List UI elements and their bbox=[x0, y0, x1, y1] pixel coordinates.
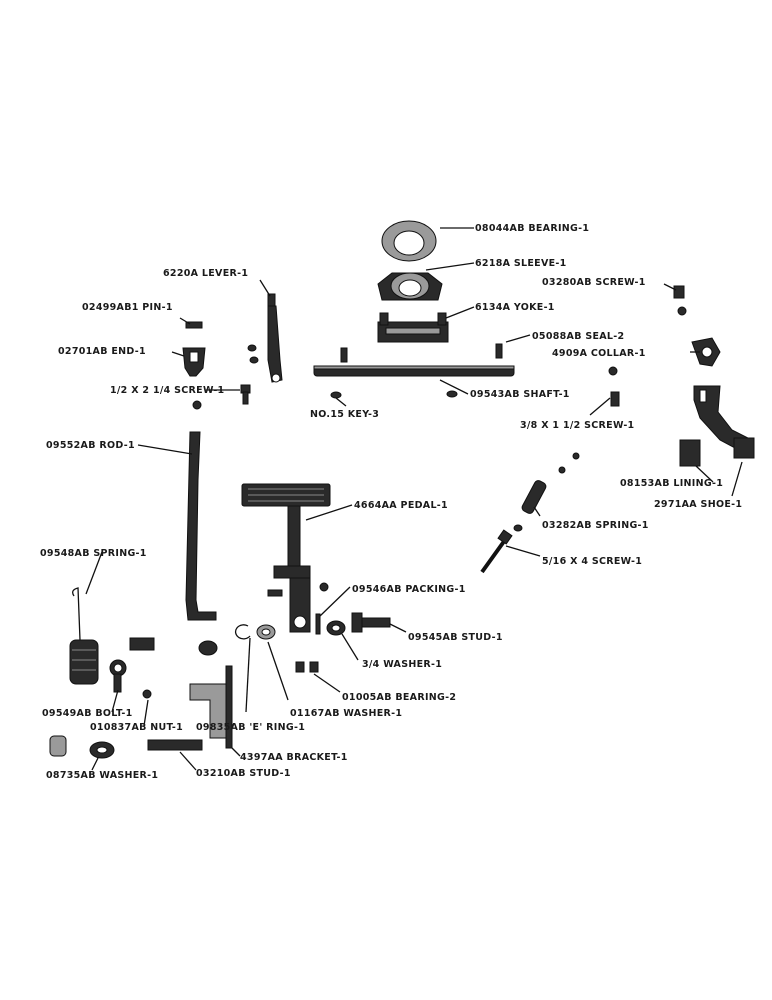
spacer-part bbox=[572, 452, 580, 460]
e-ring-09835-part bbox=[234, 624, 251, 640]
end-02701-part bbox=[182, 347, 206, 377]
shaft-09543-part bbox=[313, 365, 515, 377]
pedal-4664-part bbox=[241, 483, 331, 633]
label-yoke-6134: 6134A YOKE-1 bbox=[475, 302, 555, 313]
label-washer-08735: 08735AB WASHER-1 bbox=[46, 770, 158, 781]
spring-bolt-part bbox=[129, 637, 155, 651]
label-lever-6220: 6220A LEVER-1 bbox=[163, 268, 248, 279]
screw-half-part bbox=[240, 384, 251, 405]
small-nut-part bbox=[247, 344, 257, 352]
spring-03282-part bbox=[521, 480, 547, 514]
washer-08735-hole bbox=[96, 746, 108, 754]
key-no15-part bbox=[330, 390, 458, 399]
label-shaft-09543: 09543AB SHAFT-1 bbox=[470, 389, 570, 400]
washer-01167-hole bbox=[261, 628, 271, 636]
lever-6220-part bbox=[267, 293, 283, 383]
bearing-08044-part bbox=[381, 220, 437, 262]
stud-03210-part bbox=[147, 739, 203, 751]
label-pedal-4664: 4664AA PEDAL-1 bbox=[354, 500, 448, 511]
label-packing-09546: 09546AB PACKING-1 bbox=[352, 584, 466, 595]
label-seal-05088: 05088AB SEAL-2 bbox=[532, 331, 624, 342]
bearing-01005-part-a bbox=[295, 661, 305, 673]
label-spring-09548: 09548AB SPRING-1 bbox=[40, 548, 147, 559]
bracket-4397-part bbox=[189, 665, 233, 749]
stud-09545-part bbox=[351, 612, 391, 633]
small-washer-part bbox=[249, 356, 259, 364]
seal-05088-part bbox=[340, 343, 503, 363]
spring-09548-part bbox=[69, 587, 99, 685]
label-lining-08153: 08153AB LINING-1 bbox=[620, 478, 723, 489]
label-screw-5-16: 5/16 X 4 SCREW-1 bbox=[542, 556, 642, 567]
label-washer-3-4: 3/4 WASHER-1 bbox=[362, 659, 442, 670]
label-ering-09835: 09835AB 'E' RING-1 bbox=[196, 722, 305, 733]
label-bearing-08044: 08044AB BEARING-1 bbox=[475, 223, 589, 234]
screw-3-8-nut-part bbox=[608, 366, 618, 376]
label-screw-03280: 03280AB SCREW-1 bbox=[542, 277, 646, 288]
nut-part bbox=[192, 400, 202, 410]
leader-lines bbox=[85, 227, 743, 771]
label-spring-03282: 03282AB SPRING-1 bbox=[542, 520, 649, 531]
label-screw-3-8: 3/8 X 1 1/2 SCREW-1 bbox=[520, 420, 634, 431]
shoe-2971-part bbox=[693, 385, 755, 459]
screw-03280-washer-part bbox=[677, 306, 687, 316]
collar-4909-part bbox=[691, 337, 721, 367]
label-sleeve-6218: 6218A SLEEVE-1 bbox=[475, 258, 567, 269]
label-screw-half: 1/2 X 2 1/4 SCREW-1 bbox=[110, 385, 224, 396]
pedal-pin-part bbox=[267, 589, 283, 597]
pin-02499-part bbox=[185, 321, 203, 329]
label-collar-4909: 4909A COLLAR-1 bbox=[552, 348, 646, 359]
label-nut-010837: 010837AB NUT-1 bbox=[90, 722, 183, 733]
label-bearing-01005: 01005AB BEARING-2 bbox=[342, 692, 456, 703]
packing-09546-part bbox=[315, 613, 321, 635]
nut-010837-part bbox=[142, 689, 152, 699]
label-end-02701: 02701AB END-1 bbox=[58, 346, 146, 357]
label-washer-01167: 01167AB WASHER-1 bbox=[290, 708, 402, 719]
label-pin-02499: 02499AB1 PIN-1 bbox=[82, 302, 173, 313]
pedal-nut-part bbox=[319, 582, 329, 592]
label-shoe-2971: 2971AA SHOE-1 bbox=[654, 499, 742, 510]
label-stud-03210: 03210AB STUD-1 bbox=[196, 768, 291, 779]
label-stud-09545: 09545AB STUD-1 bbox=[408, 632, 503, 643]
label-bolt-09549: 09549AB BOLT-1 bbox=[42, 708, 133, 719]
screw-03280-part bbox=[673, 285, 685, 299]
spring-washer-part bbox=[513, 524, 523, 532]
cap-nut-part bbox=[49, 735, 67, 757]
spacer-part-2 bbox=[558, 466, 566, 474]
label-bracket-4397: 4397AA BRACKET-1 bbox=[240, 752, 348, 763]
sleeve-6218-part bbox=[377, 272, 443, 301]
lining-08153-part bbox=[679, 439, 701, 467]
yoke-6134-part bbox=[377, 312, 449, 343]
label-key-no15: NO.15 KEY-3 bbox=[310, 409, 379, 420]
bolt-09549-part bbox=[109, 659, 127, 693]
washer-3-4-hole bbox=[331, 624, 341, 632]
screw-5-16-part bbox=[480, 529, 513, 574]
screw-3-8-part bbox=[610, 391, 620, 407]
label-rod-09552: 09552AB ROD-1 bbox=[46, 440, 135, 451]
small-washer-2-part bbox=[198, 640, 218, 656]
bearing-01005-part-b bbox=[309, 661, 319, 673]
rod-09552-part bbox=[185, 431, 217, 621]
